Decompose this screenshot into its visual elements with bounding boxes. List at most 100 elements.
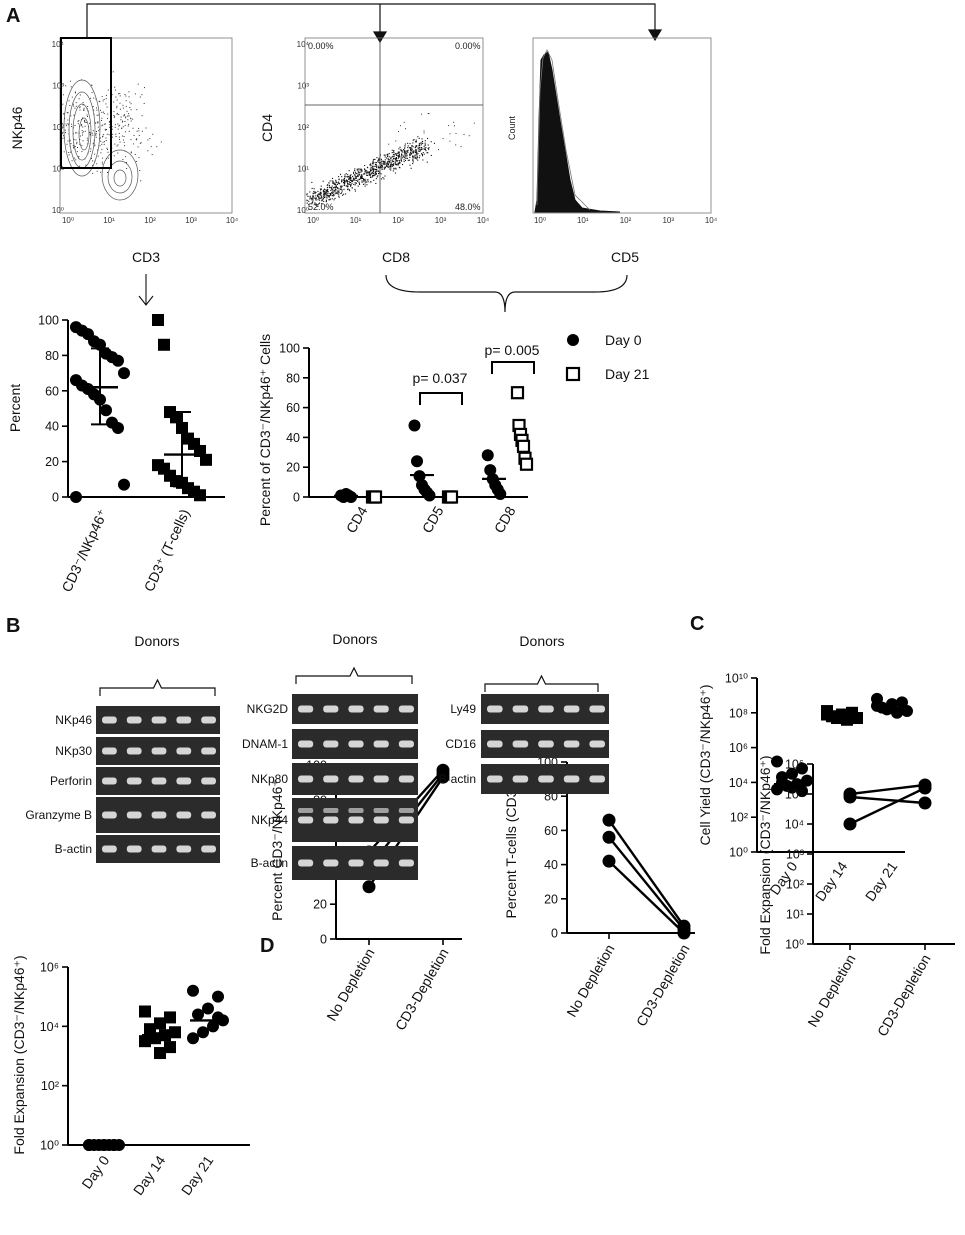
flow1-dot <box>130 139 132 141</box>
flow1-dot <box>75 139 77 141</box>
flow2-dot <box>381 165 383 167</box>
flow2-dot <box>427 152 429 154</box>
c-yield-ylabel: Cell Yield (CD3⁻/NKp46⁺) <box>697 684 713 845</box>
flow2-dot <box>334 186 336 188</box>
flow2-dot <box>350 184 352 186</box>
flow2-dot <box>347 176 349 178</box>
flow1-dot <box>112 71 114 73</box>
flow2-dot <box>417 147 419 149</box>
flow2-dot <box>401 154 403 156</box>
flow2-dot <box>341 176 343 178</box>
flow2-dot-cloud <box>306 113 475 207</box>
flow2-dot <box>390 156 392 158</box>
flow1-dot <box>70 151 72 153</box>
flow2-dot <box>409 143 411 145</box>
flow1-dot <box>91 157 92 159</box>
flow1-dot <box>94 144 96 146</box>
flow2-dot <box>323 194 325 196</box>
flow1-dot <box>81 130 83 131</box>
flow2-dot <box>404 152 406 154</box>
gel-strip-band <box>323 705 339 713</box>
flow1-dot <box>125 100 127 102</box>
flow1-dot <box>79 109 81 111</box>
flow1-dot <box>126 110 128 112</box>
gel-strip-band <box>102 845 117 853</box>
flow1-dot <box>114 115 116 117</box>
flow2-dot <box>363 179 365 181</box>
a-percent-ytick-label: 100 <box>38 314 59 328</box>
flow1-dot <box>128 91 130 93</box>
a-markers-category-label: CD5 <box>419 503 447 535</box>
flow2-dot <box>410 167 412 169</box>
flow1-dot <box>63 113 65 115</box>
gel-strip-band <box>348 740 364 748</box>
flow2-dot <box>460 146 462 148</box>
flow1-dot <box>82 102 84 104</box>
flow2-dot <box>344 180 346 182</box>
flow2-dot <box>399 146 401 148</box>
flow2-dot <box>383 168 385 170</box>
flow1-dot <box>78 156 80 157</box>
flow2-dot <box>330 193 332 195</box>
flow1-ytick: 10³ <box>52 82 64 91</box>
flow2-dot <box>416 155 418 157</box>
flow2-quadrant-br: 48.0% <box>455 202 481 212</box>
flow2-dot <box>423 153 425 155</box>
flow1-dot <box>102 134 104 136</box>
gel-label: CD16 <box>445 737 476 751</box>
fold-point <box>192 1008 204 1021</box>
flow2-dot <box>321 199 323 201</box>
flow1-dot <box>114 126 116 128</box>
gel-strip-band <box>487 740 503 748</box>
flow1-dot <box>107 157 109 159</box>
c-yield-point <box>771 755 783 768</box>
flow2-dot <box>378 158 380 160</box>
gel-strip-band <box>298 775 314 783</box>
flow2-dot <box>335 181 337 183</box>
flow1-dot <box>114 86 116 88</box>
flow2-dot <box>332 182 334 184</box>
flow2-dot <box>354 175 356 177</box>
flow2-dot <box>386 157 388 159</box>
flow2-dot <box>364 170 366 172</box>
flow2-dot <box>409 154 411 156</box>
flow2-dot <box>317 190 319 192</box>
flow2-dot <box>393 164 395 166</box>
flow2-dot <box>405 128 406 130</box>
flow1-xtick: 10² <box>144 216 156 225</box>
flow2-dot <box>371 172 373 174</box>
flow1-dot <box>83 109 85 111</box>
flow2-dot <box>366 181 368 183</box>
flow2-dot <box>398 151 400 153</box>
flow2-dot <box>329 193 331 195</box>
flow3-xlabel: CD5 <box>611 249 639 265</box>
flow2-dot <box>306 193 308 195</box>
flow2-dot <box>381 164 383 166</box>
flow2-dot <box>333 194 335 196</box>
gel-strip-band <box>298 740 314 748</box>
flow2-dot <box>327 196 329 198</box>
flow2-dot <box>421 113 423 115</box>
flow1-dot <box>136 130 138 132</box>
flow2-dot <box>413 157 415 159</box>
flow2-quadrant-tr: 0.00% <box>455 41 481 51</box>
flow2-dot <box>335 183 337 185</box>
d1-ytick-label: 20 <box>313 898 327 912</box>
flow1-dot <box>121 135 123 137</box>
flow2-dot <box>341 186 343 188</box>
flow1-dot <box>96 114 98 116</box>
flow2-dot <box>320 192 322 194</box>
gel-label: B-actin <box>55 842 92 856</box>
gel-strip-band <box>126 747 142 755</box>
flow2-dot <box>353 183 355 185</box>
flow1-dot <box>134 93 136 95</box>
flow2-dot <box>360 177 362 179</box>
flow2-dot <box>374 172 376 174</box>
flow1-dot <box>122 126 124 128</box>
flow2-dot <box>433 142 435 144</box>
flow2-dot <box>350 177 352 179</box>
flow1-dot <box>100 152 102 154</box>
a-markers-day0-point <box>481 449 494 462</box>
flow2-dot <box>364 181 366 183</box>
flow2-dot <box>306 194 308 196</box>
